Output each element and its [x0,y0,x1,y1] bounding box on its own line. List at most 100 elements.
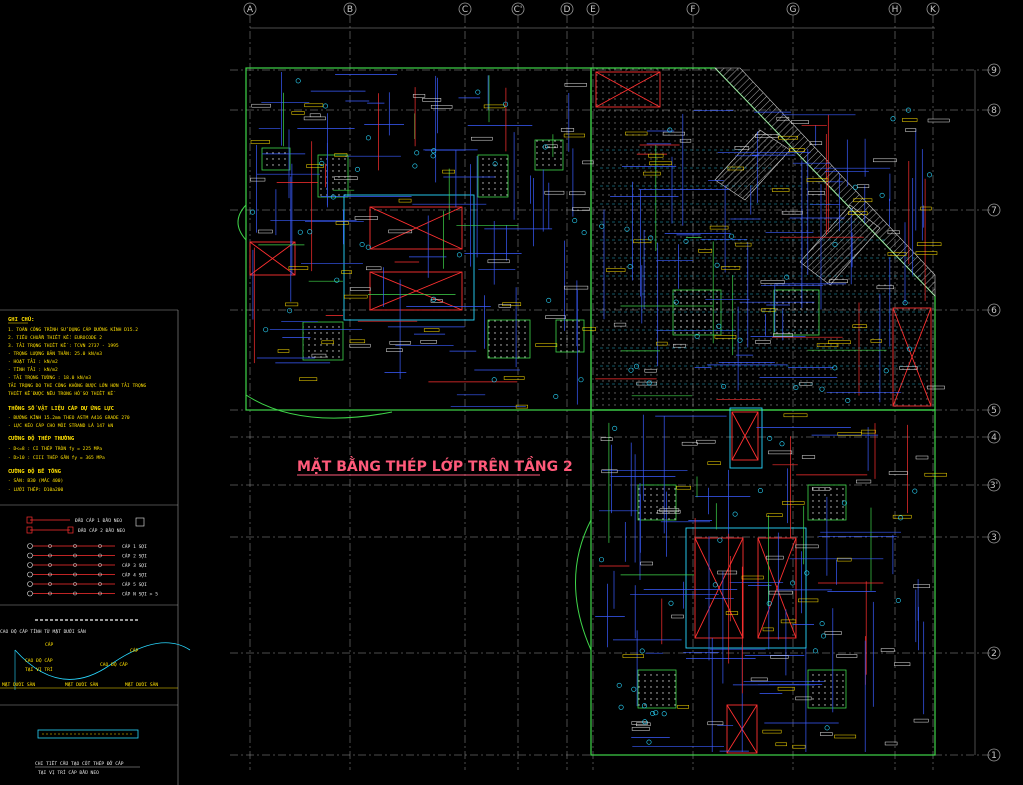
rebar-tag [778,135,798,140]
rebar-tag [321,340,334,345]
rebar-tag [836,654,858,658]
rebar-tag [761,308,776,312]
rebar-tag [766,555,784,560]
profile-bottom: MẶT DƯỚI SÀN [2,681,35,688]
rebar-tag [721,266,741,270]
axis-label: F [690,5,695,15]
rebar-tag [762,729,782,734]
rebar-mark [712,582,718,588]
rebar-tag [335,221,349,225]
axis-bubble [560,2,574,16]
rebar-mark [717,537,723,543]
rebar-mark [431,296,437,302]
legend-dot [98,572,102,577]
rebar-tag [772,188,790,192]
rebar-tag [870,339,882,343]
rebar-tag [714,335,737,339]
rebar-mark [646,380,652,386]
rebar-tag [471,136,493,141]
rebar-tag [564,83,587,87]
rebar-tag [306,164,324,168]
rebar-tag [277,349,290,353]
rebar-tag [798,598,819,603]
tendon-profile: CÁP CÁP CAO ĐỘ CÁP TẠI VỊ TRÍ CAO ĐỘ CÁP… [0,641,191,690]
rebar-tag [789,148,805,152]
rebar-tag [916,242,942,246]
rebar-tag [636,381,658,386]
core-walls [343,194,807,649]
axis-label: 3 [991,533,997,543]
rebar-tag [643,171,661,176]
rebar-mark [641,703,647,709]
rebar-tag [625,131,648,136]
rebar-mark [365,244,371,250]
rebar-mark [737,337,743,343]
rebar-mark [793,384,799,390]
rebar-tag [341,270,352,274]
rebar-mark [824,725,830,731]
rebar-tag [777,686,795,691]
rebar-mark [683,238,689,244]
axis-label: 5 [991,406,997,416]
legend-label: CÁP 3 SỢI [122,562,147,569]
rebar-tag [913,584,930,588]
note-line: - HOẠT TẢI : kN/m2 [8,357,58,365]
rebar-tag [755,134,779,138]
material-line: - LỰC KÉO CÁP CHO MỖI STRAND LÀ 147 kN [8,421,113,429]
axis-label: 2 [991,649,997,659]
rebar-tag [762,627,774,632]
rebar-tag [707,461,721,465]
rebar-tag [795,696,812,701]
profile-tag: CAO ĐỘ CÁP [100,660,128,668]
rebar-mark [263,327,269,333]
rebar-mark [295,78,301,84]
axis-bubble [987,530,1001,544]
rebar-tag [913,718,929,723]
rebar-tag [807,191,825,195]
axis-label: 6 [991,306,997,316]
rebar-tag [389,341,411,345]
rebar-mark [790,580,796,586]
rebar-detail: CHI TIẾT CẤU TẠO CỐT THÉP ĐỠ CÁP TẠI VỊ … [35,729,140,776]
rebar-tag [812,487,831,491]
axis-label: K [930,5,937,15]
legend-marker [27,562,33,568]
rebar-tag [773,333,793,337]
legend-dot [48,582,52,586]
rebar-tag [915,251,938,255]
drawing-title: MẶT BẰNG THÉP LỚP TRÊN TẦNG 2 [297,456,573,475]
note-line: 3. TẢI TRỌNG THIẾT KẾ : TCVN 2737 - 1995 [8,341,119,349]
rebar-tag [354,216,378,220]
rebar-tag [915,455,929,460]
profile-bottom: MẶT DƯỚI SÀN [65,681,98,688]
axis-bubble [987,103,1001,117]
rebar-mark [902,300,908,306]
rebar-tag [560,128,575,132]
rebar-tag [648,153,664,158]
rebar-mark [767,435,773,441]
hatch-band-2 [799,204,881,286]
rebar-tag [725,611,739,615]
rebar-mark [905,107,911,113]
rebar-tag [487,259,510,264]
legend-label: CÁP 1 SỢI [122,543,147,550]
rebar-tag [545,144,558,149]
rebar-tag [251,103,271,108]
rebar-mark [491,377,497,383]
rebar-mark [661,711,667,717]
legend-dot [48,544,52,548]
legend-dot [48,563,52,567]
rebar-tag [430,105,453,109]
rebar-mark [307,229,313,235]
rebar-mark [297,229,303,235]
rebar-tag [582,327,596,331]
rebar-tag [657,509,681,514]
rebar-tag [775,742,787,747]
rebar-tag [662,131,685,136]
rebar-tag [671,614,684,619]
rebar-tag [640,561,653,566]
floor-plan[interactable] [237,67,936,756]
